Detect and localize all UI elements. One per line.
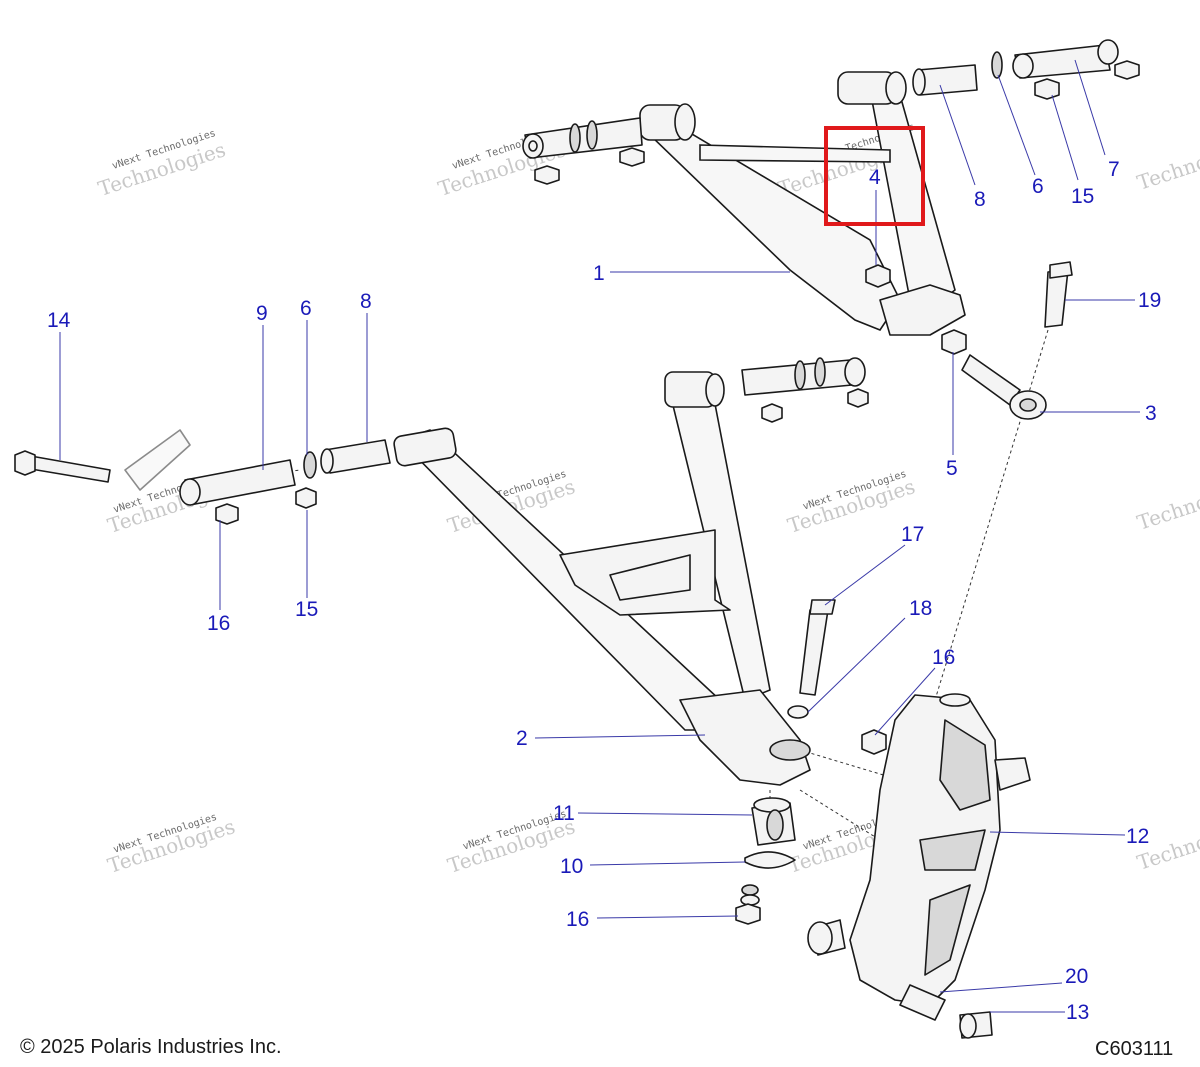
callout-18[interactable]: 18 [909,597,932,620]
nut-4 [865,264,891,288]
callout-4[interactable]: 4 [869,166,881,189]
bolt-19 [1044,261,1073,328]
tie-rod-end-3 [961,354,1047,420]
leader-lines [59,59,1140,1013]
callout-17[interactable]: 17 [901,523,924,546]
washer-18 [787,705,809,719]
nut-16-knuckle [861,729,887,755]
bolt-17 [799,599,836,696]
copyright-text: © 2025 Polaris Industries Inc. [20,1036,282,1058]
watermark-text: Technologies [1134,131,1200,195]
nut-5 [941,329,967,355]
callout-8-lower[interactable]: 8 [360,290,372,313]
steering-knuckle-12 [849,693,1031,1006]
upper-left-pivot-pin [522,117,645,185]
lower-left-pivot-pin [14,429,391,525]
callout-6-lower[interactable]: 6 [300,297,312,320]
bushing-13 [959,1011,993,1039]
highlight-box [824,126,925,226]
callout-1[interactable]: 1 [593,262,605,285]
callout-2[interactable]: 2 [516,727,528,750]
watermark-text: Technologies [1134,471,1200,535]
callout-7[interactable]: 7 [1108,158,1120,181]
callout-16-knuckle[interactable]: 16 [932,646,955,669]
callout-12[interactable]: 12 [1126,825,1149,848]
callout-10[interactable]: 10 [560,855,583,878]
callout-13[interactable]: 13 [1066,1001,1089,1024]
callout-8-upper[interactable]: 8 [974,188,986,211]
upper-right-pivot-pin [912,39,1140,100]
callout-15-upper[interactable]: 15 [1071,185,1094,208]
callout-11[interactable]: 11 [553,802,575,825]
bushing-20 [807,919,946,1021]
callout-19[interactable]: 19 [1138,289,1161,312]
figure-code: C603111 [1095,1038,1173,1060]
callout-15-lower[interactable]: 15 [295,598,318,621]
upper-a-arm [639,71,966,336]
callout-16-stack[interactable]: 16 [566,908,589,931]
callout-5[interactable]: 5 [946,457,958,480]
callout-20[interactable]: 20 [1065,965,1088,988]
callout-6-upper[interactable]: 6 [1032,175,1044,198]
callout-16-left[interactable]: 16 [207,612,230,635]
lower-right-pivot-pin [741,357,869,423]
callout-3[interactable]: 3 [1145,402,1157,425]
lower-a-arm [393,371,811,786]
callout-9[interactable]: 9 [256,302,268,325]
ball-joint-stack [735,797,796,925]
callouts: 1 2 3 4 5 6 6 7 8 8 9 10 11 12 13 14 15 … [47,158,1161,1024]
callout-14[interactable]: 14 [47,309,71,332]
watermarks: Technologies vNext Technologies Technolo… [95,122,1200,878]
